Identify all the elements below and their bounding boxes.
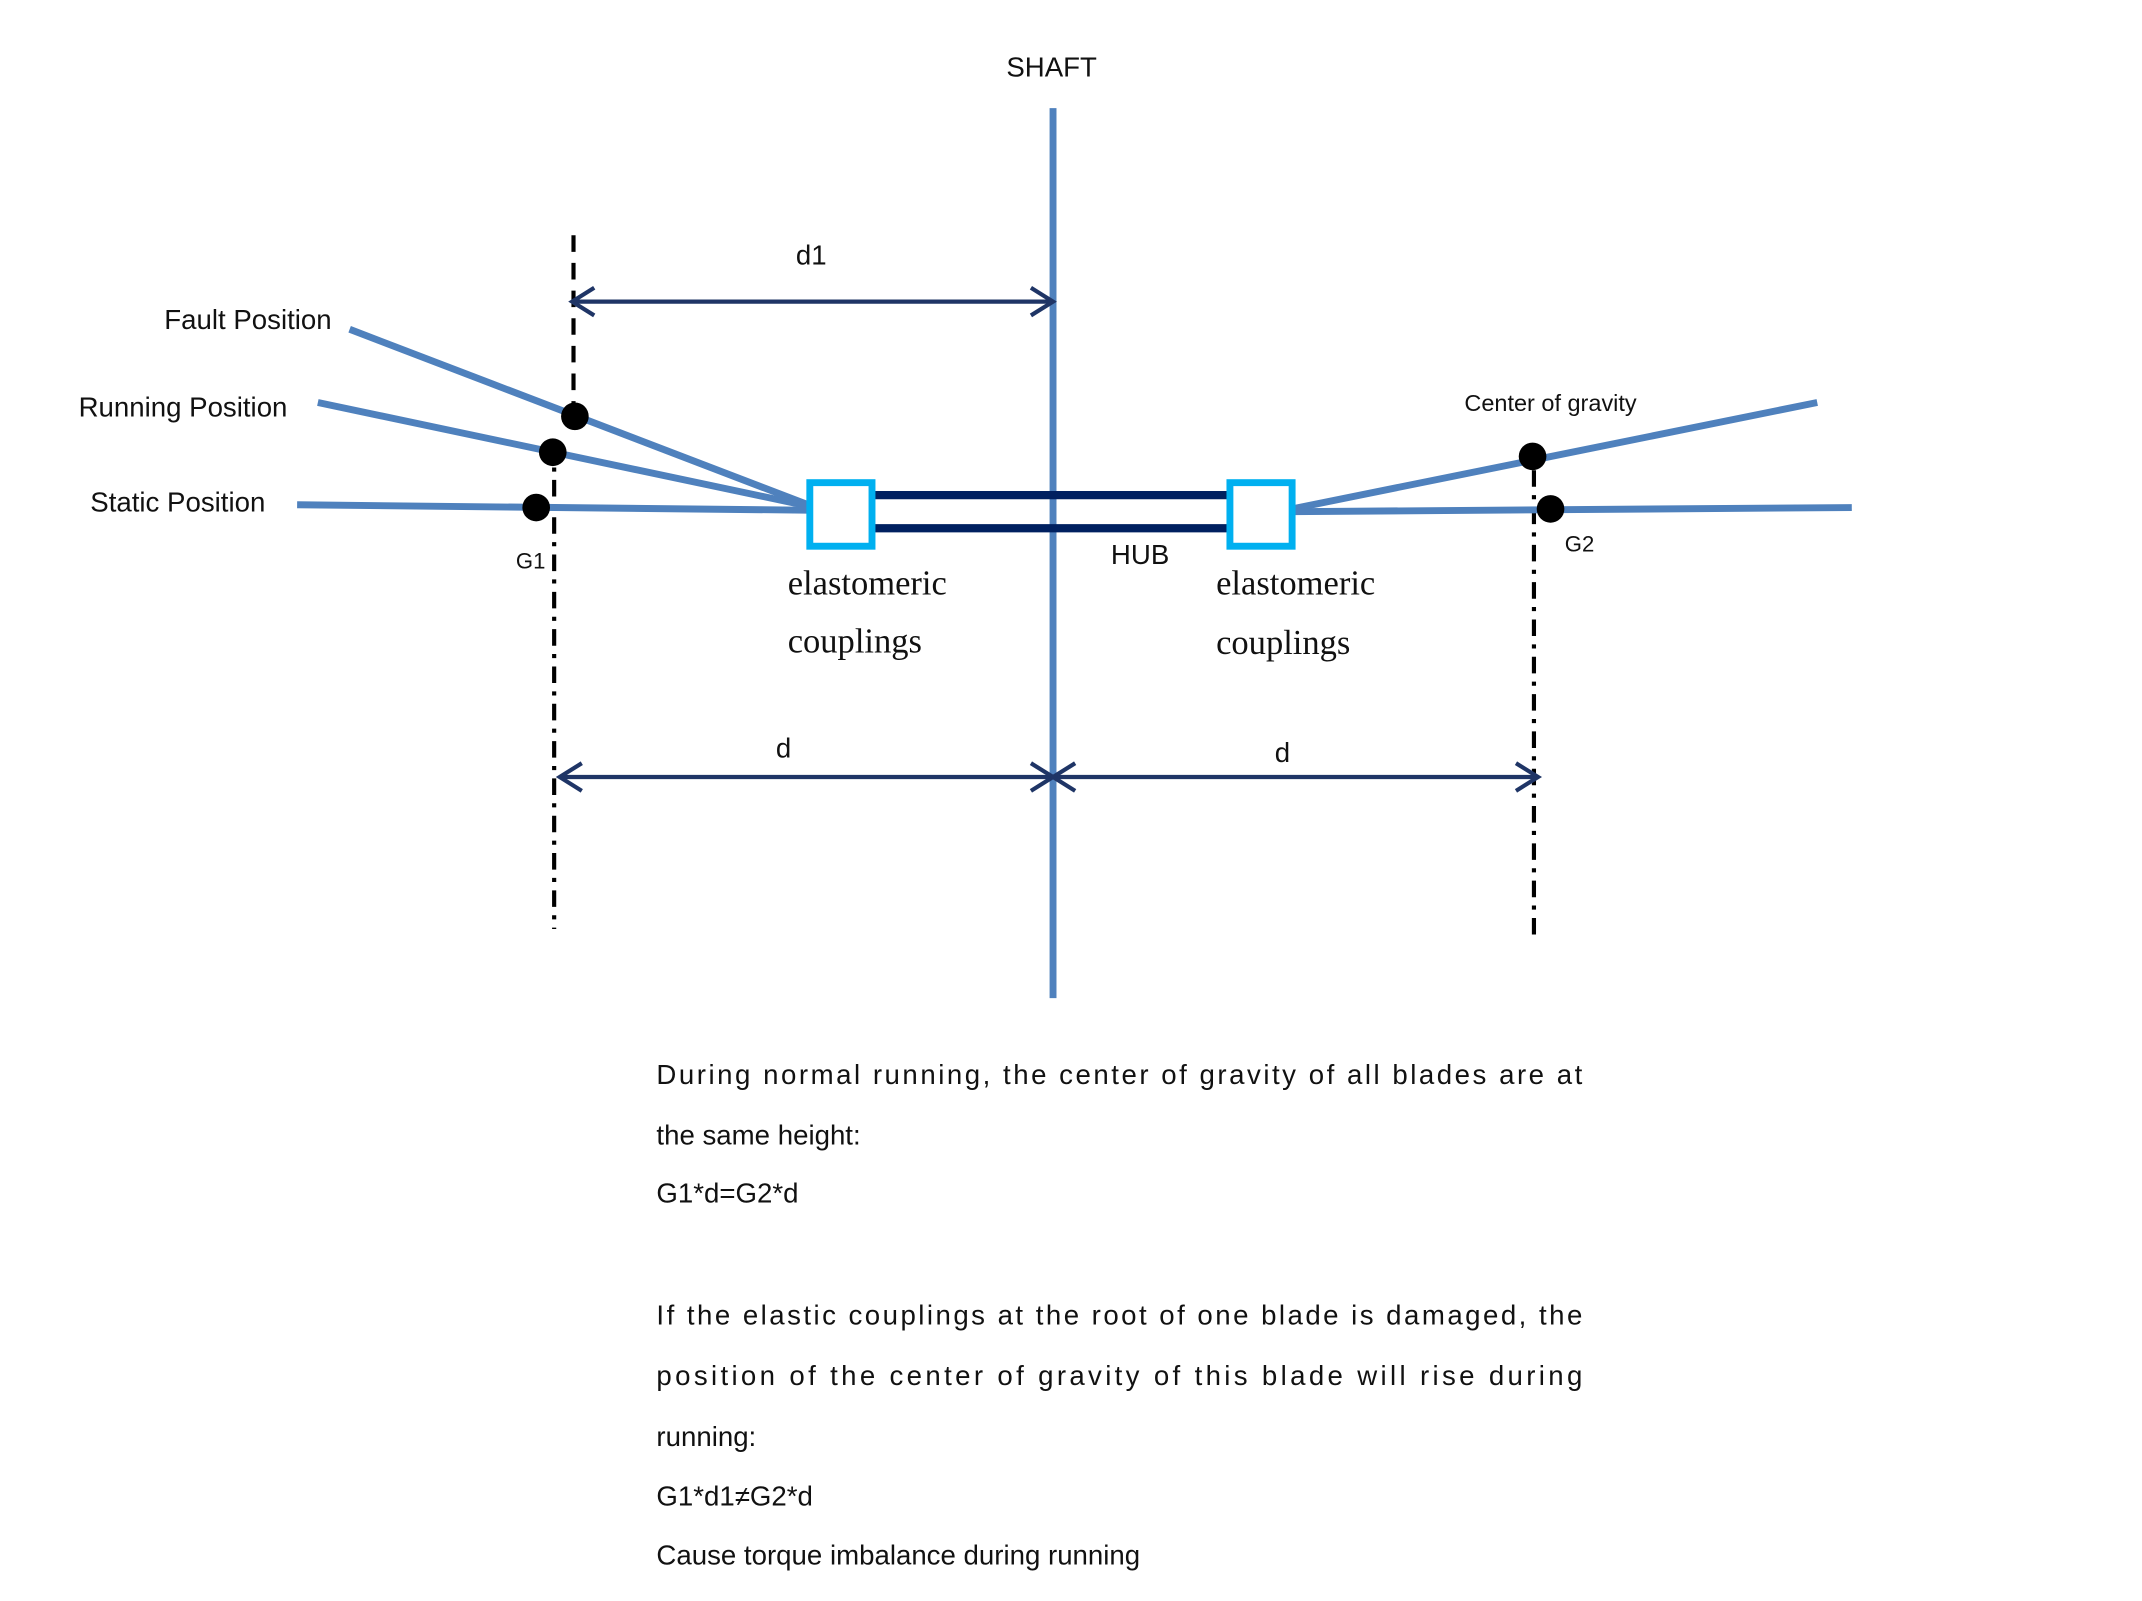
left-coupling-label-line2: couplings bbox=[788, 623, 922, 661]
right-coupling-label-line2: couplings bbox=[1216, 624, 1350, 662]
right-coupling bbox=[1226, 479, 1296, 550]
explanation-p2-line1: If the elastic couplings at the root of … bbox=[656, 1299, 1582, 1330]
right-coupling-label-line1: elastomeric bbox=[1216, 565, 1375, 603]
running-cog-dot bbox=[538, 438, 567, 467]
static-cog-dot bbox=[522, 493, 551, 522]
g2-label: G2 bbox=[1565, 532, 1595, 557]
explanation-conclusion: Cause torque imbalance during running bbox=[656, 1540, 1140, 1571]
right-running-blade bbox=[1291, 399, 1818, 513]
static-position-label: Static Position bbox=[90, 487, 265, 518]
g2-dot bbox=[1536, 495, 1565, 523]
d-right-label: d bbox=[1275, 737, 1290, 768]
fault-position-label: Fault Position bbox=[164, 304, 331, 335]
d-left-dimension-arrow bbox=[555, 761, 1057, 793]
equation-balanced: G1*d=G2*d bbox=[656, 1178, 798, 1209]
d-left-label: d bbox=[776, 733, 791, 764]
explanation-p2-line2: position of the center of gravity of thi… bbox=[656, 1360, 1582, 1391]
fault-cog-dot bbox=[561, 402, 589, 431]
g1-label: G1 bbox=[516, 548, 546, 573]
d1-dimension-arrow bbox=[568, 286, 1057, 318]
equation-imbalanced: G1*d1≠G2*d bbox=[656, 1480, 812, 1511]
running-position-blade bbox=[317, 399, 817, 511]
hub-label: HUB bbox=[1111, 539, 1169, 570]
running-position-label: Running Position bbox=[79, 391, 288, 422]
explanation-text: During normal running, the center of gra… bbox=[656, 1059, 1582, 1571]
left-coupling bbox=[806, 479, 876, 550]
explanation-p1-line1: During normal running, the center of gra… bbox=[656, 1059, 1582, 1090]
left-coupling-label-line1: elastomeric bbox=[788, 565, 947, 603]
d-right-dimension-arrow bbox=[1049, 761, 1543, 793]
explanation-p2-line3: running: bbox=[656, 1421, 756, 1452]
static-position-blade bbox=[297, 501, 816, 514]
shaft-label: SHAFT bbox=[1006, 51, 1097, 82]
center-of-gravity-label: Center of gravity bbox=[1464, 390, 1637, 416]
explanation-p1-line2: the same height: bbox=[656, 1120, 860, 1151]
right-running-cog-dot bbox=[1518, 442, 1547, 471]
right-static-blade bbox=[1292, 504, 1852, 516]
d1-label: d1 bbox=[796, 239, 827, 270]
